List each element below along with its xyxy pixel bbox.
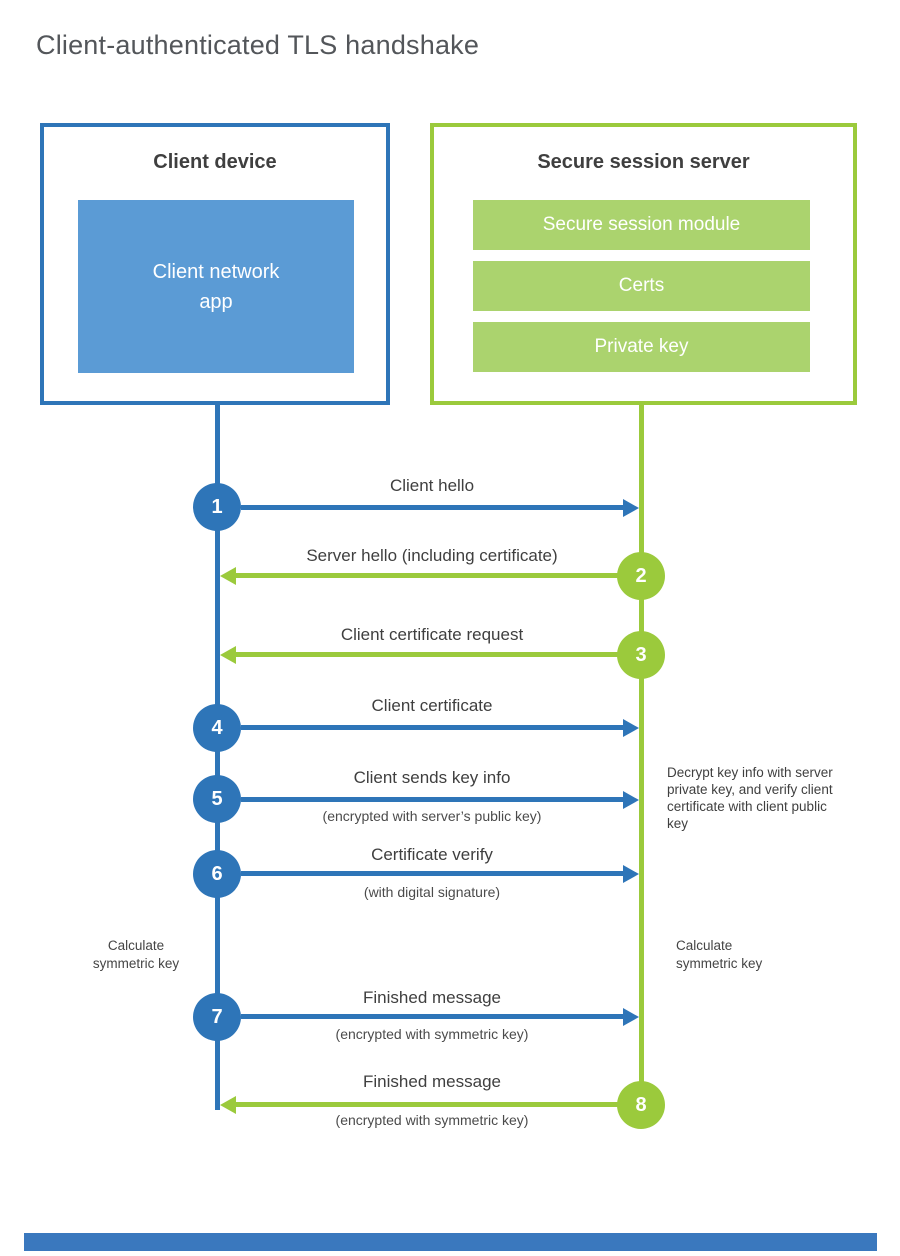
step6-label: Certificate verify <box>371 845 493 864</box>
arrow-head-left-icon <box>220 566 236 585</box>
client-app-label-line2: app <box>199 290 233 313</box>
arrow-head-right-icon <box>623 498 639 517</box>
step1-number-badge: 1 <box>193 483 241 531</box>
step4-label: Client certificate <box>371 696 493 715</box>
calculate-symmetric-key-note-client: Calculate symmetric key <box>92 938 180 971</box>
arrow-head-right-icon <box>623 790 639 809</box>
server-lifeline <box>639 404 644 1105</box>
step7-sublabel: (encrypted with symmetric key) <box>335 1026 529 1042</box>
step5-label: Client sends key info <box>353 768 511 787</box>
server-decrypt-note: Decrypt key info with server private key… <box>667 765 833 831</box>
step8-sublabel: (encrypted with symmetric key) <box>335 1112 529 1128</box>
server-module-certs: Certs <box>473 261 810 311</box>
step3-arrow <box>220 645 618 664</box>
server-module-private-key: Private key <box>473 322 810 372</box>
arrow-head-right-icon <box>623 718 639 737</box>
step3-number-badge: 3 <box>617 631 665 679</box>
step4-arrow <box>241 718 639 737</box>
step6-sublabel: (with digital signature) <box>363 884 501 900</box>
step8-number-badge: 8 <box>617 1081 665 1129</box>
step4-number-badge: 4 <box>193 704 241 752</box>
step1-label: Client hello <box>389 476 475 495</box>
arrow-head-left-icon <box>220 645 236 664</box>
client-lifeline <box>215 404 220 1110</box>
step7-arrow <box>241 1007 639 1026</box>
step2-label: Server hello (including certificate) <box>306 546 558 565</box>
step8-arrow <box>220 1095 618 1114</box>
step6-arrow <box>241 864 639 883</box>
step3-label: Client certificate request <box>340 625 524 644</box>
step5-sublabel: (encrypted with server’s public key) <box>322 808 542 824</box>
client-network-app-box: Client network app <box>78 200 354 373</box>
arrow-head-left-icon <box>220 1095 236 1114</box>
step7-label: Finished message <box>363 988 501 1007</box>
page-title: Client-authenticated TLS handshake <box>36 30 480 60</box>
step2-arrow <box>220 566 618 585</box>
client-app-label-line1: Client network <box>152 260 280 283</box>
calculate-symmetric-key-note-server: Calculate symmetric key <box>676 938 763 971</box>
step5-number-badge: 5 <box>193 775 241 823</box>
arrow-head-right-icon <box>623 864 639 883</box>
footer-accent-bar <box>24 1233 877 1251</box>
step6-number-badge: 6 <box>193 850 241 898</box>
secure-session-server-title: Secure session server <box>537 151 750 173</box>
arrow-head-right-icon <box>623 1007 639 1026</box>
step2-number-badge: 2 <box>617 552 665 600</box>
step5-arrow <box>241 790 639 809</box>
step1-arrow <box>241 498 639 517</box>
server-module-secure-session-module: Secure session module <box>473 200 810 250</box>
step7-number-badge: 7 <box>193 993 241 1041</box>
step8-label: Finished message <box>363 1072 501 1091</box>
client-device-title: Client device <box>153 151 277 173</box>
